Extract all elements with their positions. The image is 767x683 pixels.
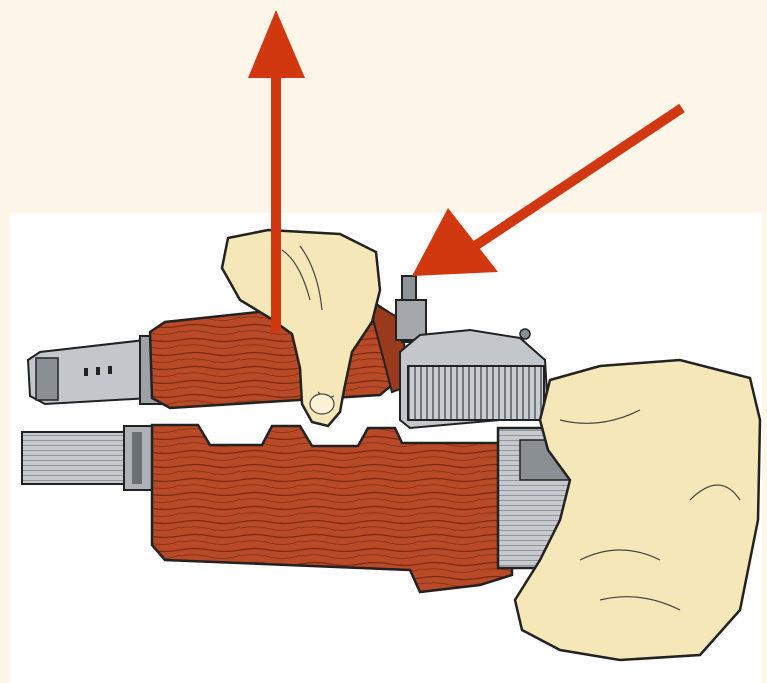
lower-handguard bbox=[152, 425, 512, 592]
press-latch-arrow bbox=[412, 108, 682, 276]
handguard-latch bbox=[396, 276, 426, 342]
barrel bbox=[22, 426, 158, 490]
gas-tube bbox=[28, 336, 166, 404]
